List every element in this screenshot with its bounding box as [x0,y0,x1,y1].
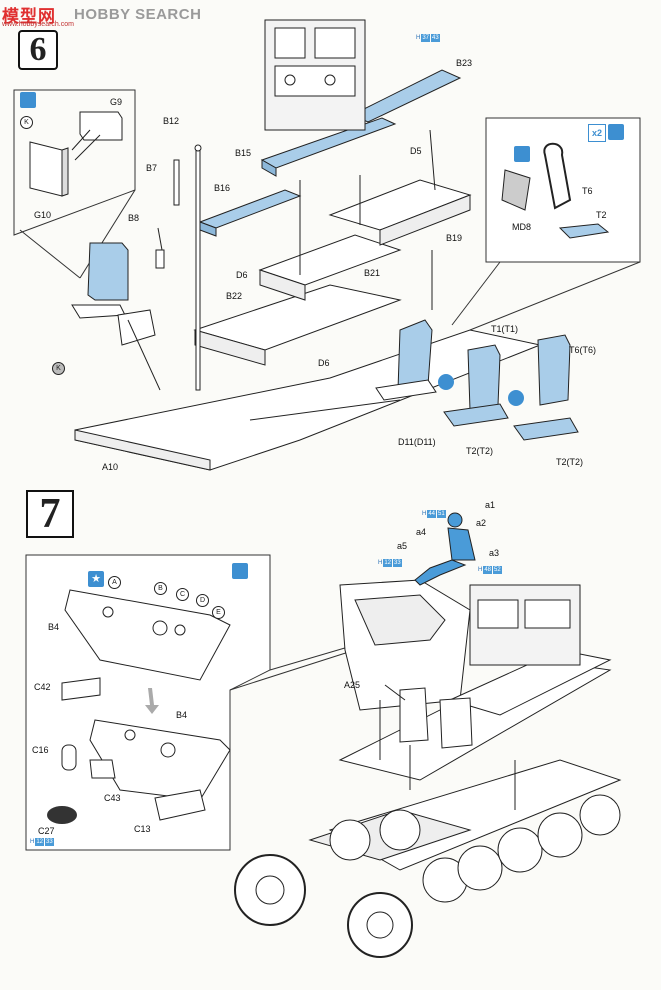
marker-d: D [196,594,209,607]
label-a4: a4 [416,527,427,537]
watermark-logo: 模型网 www.hobbysearch.com [2,2,74,32]
label-b4-top: B4 [48,622,60,632]
marker-e: E [212,606,225,619]
label-b21: B21 [364,268,381,278]
paint-icon-right [608,124,624,140]
label-g9: G9 [110,97,123,107]
label-a10: A10 [102,462,119,472]
watermark-brand: HOBBY SEARCH [74,6,202,23]
marker-c: C [176,588,189,601]
label-c13: C13 [134,824,151,834]
marker-a: A [108,576,121,589]
paint-icon-step7 [232,563,248,579]
label-md8: MD8 [512,222,532,232]
watermark-logo-text: 模型网 [2,7,56,26]
label-t2-small: T2 [596,210,607,220]
star-icon: ★ [88,571,104,587]
label-d6-upper: D6 [236,270,248,280]
label-c16: C16 [32,745,49,755]
label-b23: B23 [456,58,473,68]
x2-badge: x2 [588,124,606,142]
marker-k-1: K [20,116,33,129]
drop-icon [514,146,530,162]
label-t2-left: T2(T2) [466,446,493,456]
watermark-url: www.hobbysearch.com [2,21,74,28]
label-b16: B16 [214,183,231,193]
paint-icon-left [20,92,36,108]
label-a3: a3 [489,548,500,558]
label-a1: a1 [485,500,496,510]
label-a2: a2 [476,518,487,528]
label-c27: C27 [38,826,55,836]
label-b15: B15 [235,148,252,158]
marker-k-2: K [52,362,65,375]
label-t6: T6(T6) [569,345,596,355]
label-c42: C42 [34,682,51,692]
label-d5: D5 [410,146,422,156]
label-a5: a5 [397,541,408,551]
marker-b: B [154,582,167,595]
label-b4-bottom: B4 [176,710,188,720]
label-b8: B8 [128,213,140,223]
step-7-number: 7 [26,490,74,538]
label-b19: B19 [446,233,463,243]
label-d11: D11(D11) [398,437,436,447]
label-c43: C43 [104,793,121,803]
label-g10: G10 [34,210,52,220]
label-b22: B22 [226,291,243,301]
label-b7: B7 [146,163,158,173]
label-t6-small: T6 [582,186,593,196]
label-t1: T1(T1) [491,324,518,334]
label-d6-lower: D6 [318,358,330,368]
label-t2-right: T2(T2) [556,457,583,467]
label-b12: B12 [163,116,180,126]
label-a25: A25 [344,680,361,690]
step-6-number: 6 [18,30,58,70]
